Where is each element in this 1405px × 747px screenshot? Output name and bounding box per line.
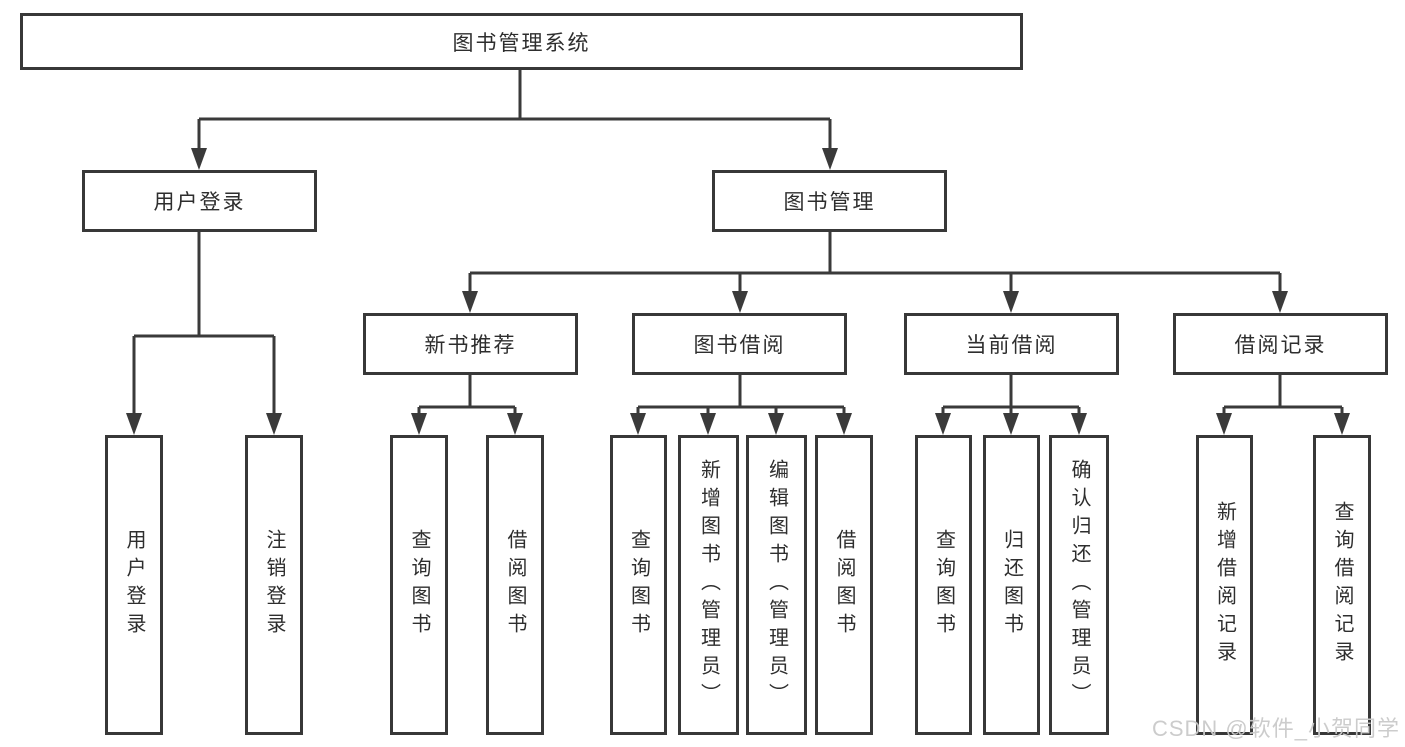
node-root: 图书管理系统 (20, 13, 1023, 70)
node-current-borrowing-label: 当前借阅 (965, 334, 1058, 357)
node-user-login: 用户登录 (82, 170, 317, 232)
leaf-nbr-query-books: 查询图书 (390, 435, 448, 735)
node-book-management-label: 图书管理 (783, 191, 876, 214)
node-user-login-label: 用户登录 (153, 191, 246, 214)
node-book-management: 图书管理 (712, 170, 947, 232)
connector-currentborrow-to-leaves (941, 375, 1081, 418)
arrowheads (126, 148, 1350, 435)
leaf-cb-query-books-label: 查询图书 (932, 529, 955, 641)
node-current-borrowing: 当前借阅 (904, 313, 1119, 375)
leaf-br-query-record: 查询借阅记录 (1313, 435, 1371, 735)
leaf-bb-add-books-admin: 新增图书（管理员） (678, 435, 739, 735)
leaf-cb-return-books-label: 归还图书 (1000, 529, 1023, 641)
leaf-cb-return-books: 归还图书 (983, 435, 1040, 735)
leaf-cb-confirm-return-admin: 确认归还（管理员） (1049, 435, 1109, 735)
connector-bookborrow-to-leaves (636, 375, 846, 418)
connector-root-to-level2 (197, 70, 832, 152)
leaf-bb-edit-books-admin: 编辑图书（管理员） (746, 435, 807, 735)
node-book-borrowing: 图书借阅 (632, 313, 847, 375)
node-book-borrowing-label: 图书借阅 (693, 334, 786, 357)
leaf-logout: 注销登录 (245, 435, 303, 735)
csdn-watermark: CSDN @软件_小贺同学 (1151, 716, 1400, 741)
connector-bookmgmt-to-level3 (468, 232, 1282, 296)
leaf-br-add-record: 新增借阅记录 (1196, 435, 1253, 735)
connector-borrowrecord-to-leaves (1222, 375, 1344, 418)
leaf-user-login: 用户登录 (105, 435, 163, 735)
connector-userlogin-to-leaves (132, 232, 276, 417)
leaf-logout-label: 注销登录 (263, 529, 285, 641)
node-borrowing-records-label: 借阅记录 (1234, 334, 1327, 357)
leaf-cb-query-books: 查询图书 (915, 435, 972, 735)
leaf-bb-borrow-books: 借阅图书 (815, 435, 873, 735)
leaf-bb-query-books-label: 查询图书 (627, 529, 650, 641)
connector-newbookrec-to-leaves (417, 375, 517, 418)
leaf-nbr-query-books-label: 查询图书 (408, 529, 430, 641)
node-root-label: 图书管理系统 (452, 31, 591, 55)
leaf-bb-edit-books-admin-label: 编辑图书（管理员） (765, 459, 788, 711)
leaf-cb-confirm-return-admin-label: 确认归还（管理员） (1068, 459, 1090, 711)
leaf-bb-add-books-admin-label: 新增图书（管理员） (697, 459, 720, 711)
node-new-book-recommend: 新书推荐 (363, 313, 578, 375)
node-new-book-recommend-label: 新书推荐 (424, 334, 517, 357)
leaf-bb-borrow-books-label: 借阅图书 (833, 529, 855, 641)
leaf-user-login-label: 用户登录 (123, 529, 145, 641)
leaf-br-query-record-label: 查询借阅记录 (1331, 501, 1353, 669)
node-borrowing-records: 借阅记录 (1173, 313, 1388, 375)
leaf-nbr-borrow-books: 借阅图书 (486, 435, 544, 735)
leaf-br-add-record-label: 新增借阅记录 (1213, 501, 1236, 669)
leaf-nbr-borrow-books-label: 借阅图书 (504, 529, 526, 641)
leaf-bb-query-books: 查询图书 (610, 435, 667, 735)
